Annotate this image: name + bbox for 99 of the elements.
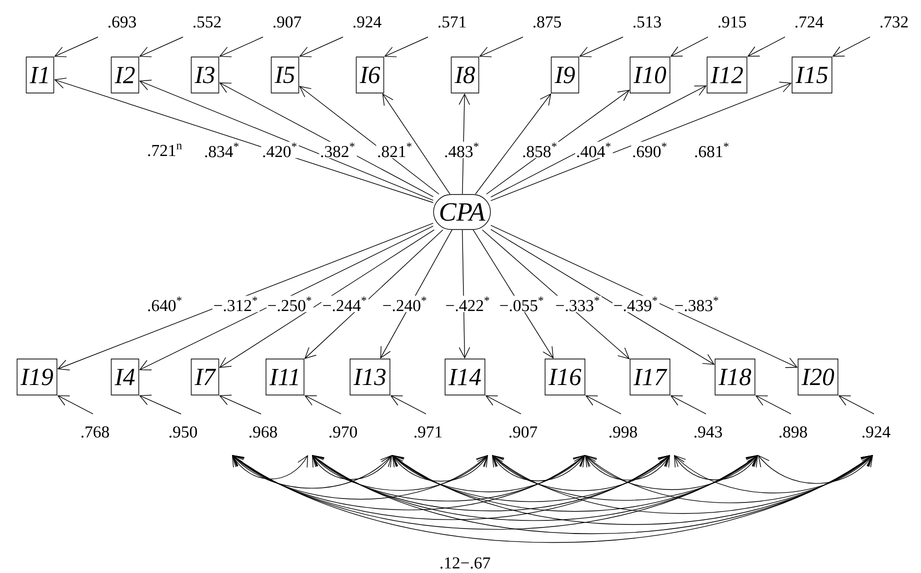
arrow <box>479 36 524 58</box>
indicator-box: I14 <box>444 358 486 396</box>
indicator-box: I17 <box>630 358 670 396</box>
edge-label: .907 <box>274 16 302 28</box>
indicator-box: I12 <box>706 56 748 94</box>
edge-label: .483$^{*}$ <box>443 142 481 158</box>
indicator-box: I9 <box>550 56 580 94</box>
indicator-box: I7 <box>190 358 220 396</box>
edge-label: .732 <box>880 16 908 28</box>
edge-label: .513 <box>634 16 661 28</box>
indicator-box: I4 <box>110 358 140 396</box>
edge-label: .640$^{*}$ <box>146 296 184 312</box>
edge-label: .721$^{n}$ <box>146 142 184 158</box>
edge-label: .875 <box>534 16 561 28</box>
arrow <box>755 395 792 414</box>
arrow <box>382 93 450 194</box>
arrow <box>670 36 708 57</box>
edge-label: .858$^{*}$ <box>521 142 559 158</box>
edge-label: −.333$^{*}$ <box>554 296 602 312</box>
arrow <box>139 226 434 370</box>
indicator-box: I18 <box>714 358 756 396</box>
arrow <box>139 394 182 414</box>
arrow <box>57 222 434 370</box>
arrow <box>490 224 798 368</box>
edge-label: .968 <box>250 426 277 438</box>
edge-label: −.055$^{*}$ <box>498 296 546 312</box>
edge-label: .924 <box>354 16 382 28</box>
arrow <box>219 229 435 368</box>
arrow <box>304 395 342 414</box>
indicator-box: I8 <box>450 56 480 94</box>
edge-label: −.422$^{*}$ <box>444 296 492 312</box>
arrow <box>832 36 870 57</box>
arrow <box>490 85 707 198</box>
edge-label: .907 <box>510 426 538 438</box>
edge-label: .382$^{*}$ <box>319 142 357 158</box>
arrow <box>490 82 792 202</box>
indicator-box: I15 <box>792 56 832 94</box>
edge-label: .420$^{*}$ <box>261 142 299 158</box>
arrow <box>458 229 470 359</box>
indicator-box: I11 <box>266 358 304 396</box>
arrow <box>670 395 706 414</box>
indicator-box: I6 <box>356 56 384 94</box>
arrow <box>299 86 440 194</box>
arrow <box>139 80 434 201</box>
arrow <box>384 36 428 58</box>
arrow <box>472 229 554 359</box>
indicator-box: I2 <box>110 56 140 94</box>
edge-label: .724 <box>796 16 824 28</box>
arrow <box>380 229 452 359</box>
indicator-box: I5 <box>270 56 300 94</box>
arrow <box>219 394 262 414</box>
edge-label: .971 <box>414 426 442 438</box>
arrow <box>390 395 426 414</box>
edge-label: .924 <box>862 426 890 438</box>
edge-label: .681$^{*}$ <box>693 142 731 158</box>
edge-label: .898 <box>780 426 807 438</box>
arrow <box>485 395 522 414</box>
arrow <box>585 395 622 414</box>
edge-label: .690$^{*}$ <box>631 142 669 158</box>
arrow <box>838 395 874 414</box>
indicator-box: I10 <box>630 56 670 94</box>
arrow <box>299 36 344 58</box>
arrow <box>490 229 715 365</box>
edge-label: .943 <box>694 426 722 438</box>
edge-label: .768 <box>82 426 109 438</box>
edge-label: −.244$^{*}$ <box>321 296 369 312</box>
edge-label: .552 <box>194 16 221 28</box>
arrow <box>54 36 98 58</box>
arrow <box>219 36 264 58</box>
edge-label: .821$^{*}$ <box>376 142 414 158</box>
range-label: .12−.67 <box>440 557 490 569</box>
indicator-box: I1 <box>26 56 54 94</box>
indicator-box: I13 <box>350 358 390 396</box>
edge-label: .950 <box>170 426 197 438</box>
edge-label: .915 <box>718 16 746 28</box>
edge-label: −.250$^{*}$ <box>266 296 314 312</box>
arrow <box>475 93 552 194</box>
indicator-box: I19 <box>16 358 58 396</box>
arrow <box>304 229 444 359</box>
edge-label: .404$^{*}$ <box>575 142 613 158</box>
arrow <box>54 78 434 203</box>
indicator-box: I16 <box>544 358 586 396</box>
edge-label: .834$^{*}$ <box>203 142 241 158</box>
arrow <box>482 229 630 360</box>
edge-label: .970 <box>330 426 357 438</box>
arrow <box>579 36 624 58</box>
arrow <box>139 36 184 58</box>
indicator-box: I3 <box>190 56 220 94</box>
edge-label: −.312$^{*}$ <box>212 296 260 312</box>
edge-label: −.383$^{*}$ <box>673 296 721 312</box>
arrow <box>57 395 94 414</box>
arrow <box>747 36 786 57</box>
edge-label: .571 <box>438 16 466 28</box>
edge-label: −.240$^{*}$ <box>381 296 429 312</box>
edge-label: .998 <box>610 426 637 438</box>
edge-label: −.439$^{*}$ <box>612 296 660 312</box>
indicator-box: I20 <box>798 358 838 396</box>
arrow <box>219 82 434 197</box>
edge-label: .693 <box>108 16 136 28</box>
